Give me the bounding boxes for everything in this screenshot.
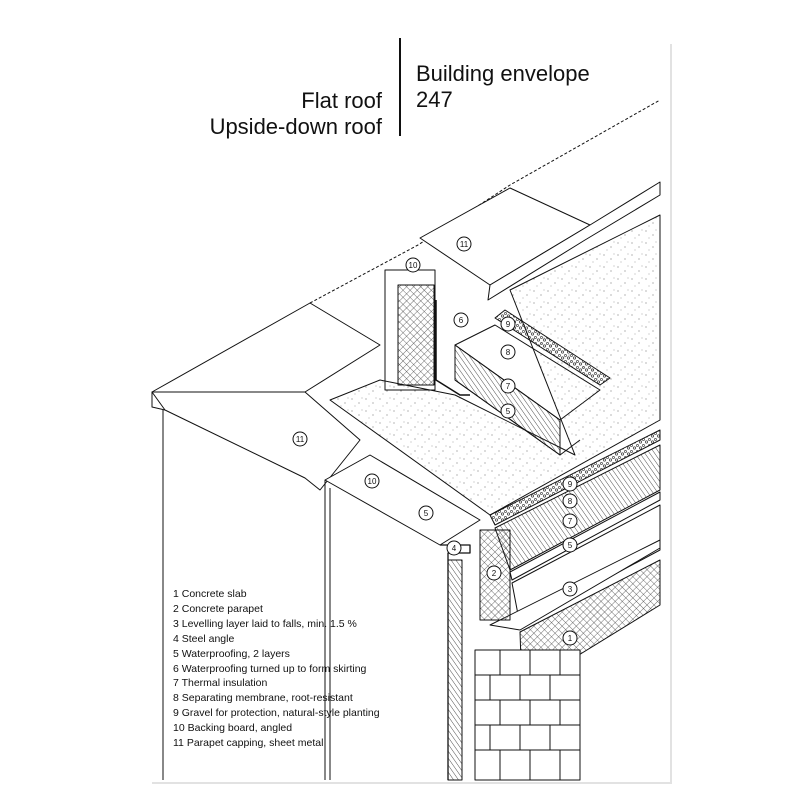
legend-item: 7 Thermal insulation <box>173 677 268 690</box>
title-line-2: Upside-down roof <box>209 114 382 139</box>
callout-5-side: 5 <box>562 537 578 553</box>
legend-item: 8 Separating membrane, root-resistant <box>173 692 353 705</box>
callout-7-front: 7 <box>562 513 578 529</box>
svg-text:9: 9 <box>568 480 573 489</box>
title-line-1: Flat roof <box>301 88 382 113</box>
callout-8-front: 8 <box>562 493 578 509</box>
svg-text:5: 5 <box>568 541 573 550</box>
section-name: Building envelope <box>416 61 590 86</box>
front-waterproof <box>509 491 661 581</box>
front-gravel <box>489 429 661 526</box>
capping-edge <box>151 392 166 411</box>
legend-item: 4 Steel angle <box>173 632 235 645</box>
back-capping-side <box>487 181 661 301</box>
callout-6: 6 <box>453 312 469 328</box>
svg-text:5: 5 <box>424 509 429 518</box>
skirting <box>435 300 470 396</box>
legend-item: 10 Backing board, angled <box>173 722 293 735</box>
callout-10-top: 10 <box>405 257 421 273</box>
svg-text:10: 10 <box>368 477 377 486</box>
svg-text:10: 10 <box>409 261 418 270</box>
callout-2: 2 <box>486 565 502 581</box>
wall-hatch <box>447 559 463 781</box>
svg-text:8: 8 <box>506 348 511 357</box>
planted-roof-top <box>329 214 661 516</box>
callout-4: 4 <box>446 540 462 556</box>
svg-text:11: 11 <box>460 240 469 249</box>
back-parapet-hatch <box>397 284 435 386</box>
callout-1: 1 <box>562 630 578 646</box>
page-title: Flat roof Upside-down roof <box>210 88 382 140</box>
legend-item: 9 Gravel for protection, natural-style p… <box>173 707 380 720</box>
callout-7-top: 7 <box>500 378 516 394</box>
waterproof-sheet <box>324 454 481 546</box>
callout-11-front: 11 <box>292 431 308 447</box>
left-wall <box>162 410 331 780</box>
callout-9-front: 9 <box>562 476 578 492</box>
legend-item: 2 Concrete parapet <box>173 602 263 615</box>
svg-text:9: 9 <box>506 320 511 329</box>
svg-text:3: 3 <box>568 585 573 594</box>
section-heading: Building envelope 247 <box>416 61 590 113</box>
callout-5-front: 5 <box>418 505 434 521</box>
page-number: 247 <box>416 87 453 112</box>
callout-3: 3 <box>562 581 578 597</box>
svg-text:8: 8 <box>568 497 573 506</box>
legend-list: 1 Concrete slab 2 Concrete parapet 3 Lev… <box>173 587 380 751</box>
callout-10-front: 10 <box>364 473 380 489</box>
svg-text:1: 1 <box>568 634 573 643</box>
svg-text:11: 11 <box>296 435 305 444</box>
callout-9-top: 9 <box>500 316 516 332</box>
svg-text:7: 7 <box>568 517 573 526</box>
legend-item: 1 Concrete slab <box>173 588 247 600</box>
legend-item: 5 Waterproofing, 2 layers <box>173 647 290 660</box>
callout-group: 11 10 6 9 8 7 5 11 10 5 4 2 9 8 7 5 3 1 <box>292 236 578 646</box>
svg-text:7: 7 <box>506 382 511 391</box>
svg-text:5: 5 <box>506 407 511 416</box>
legend-item: 11 Parapet capping, sheet metal <box>173 737 324 750</box>
legend-item: 3 Levelling layer laid to falls, min. 1.… <box>173 617 357 630</box>
parapet-capping-front <box>151 391 361 491</box>
title-divider <box>399 38 401 136</box>
svg-text:6: 6 <box>459 316 464 325</box>
svg-text:4: 4 <box>452 544 457 553</box>
masonry-wall <box>474 649 581 781</box>
callout-8-top: 8 <box>500 344 516 360</box>
callout-5-top: 5 <box>500 403 516 419</box>
svg-text:2: 2 <box>492 569 497 578</box>
legend-item: 6 Waterproofing turned up to form skirti… <box>173 662 367 675</box>
parapet-capping-top-slope <box>151 302 381 393</box>
callout-11-top: 11 <box>456 236 472 252</box>
